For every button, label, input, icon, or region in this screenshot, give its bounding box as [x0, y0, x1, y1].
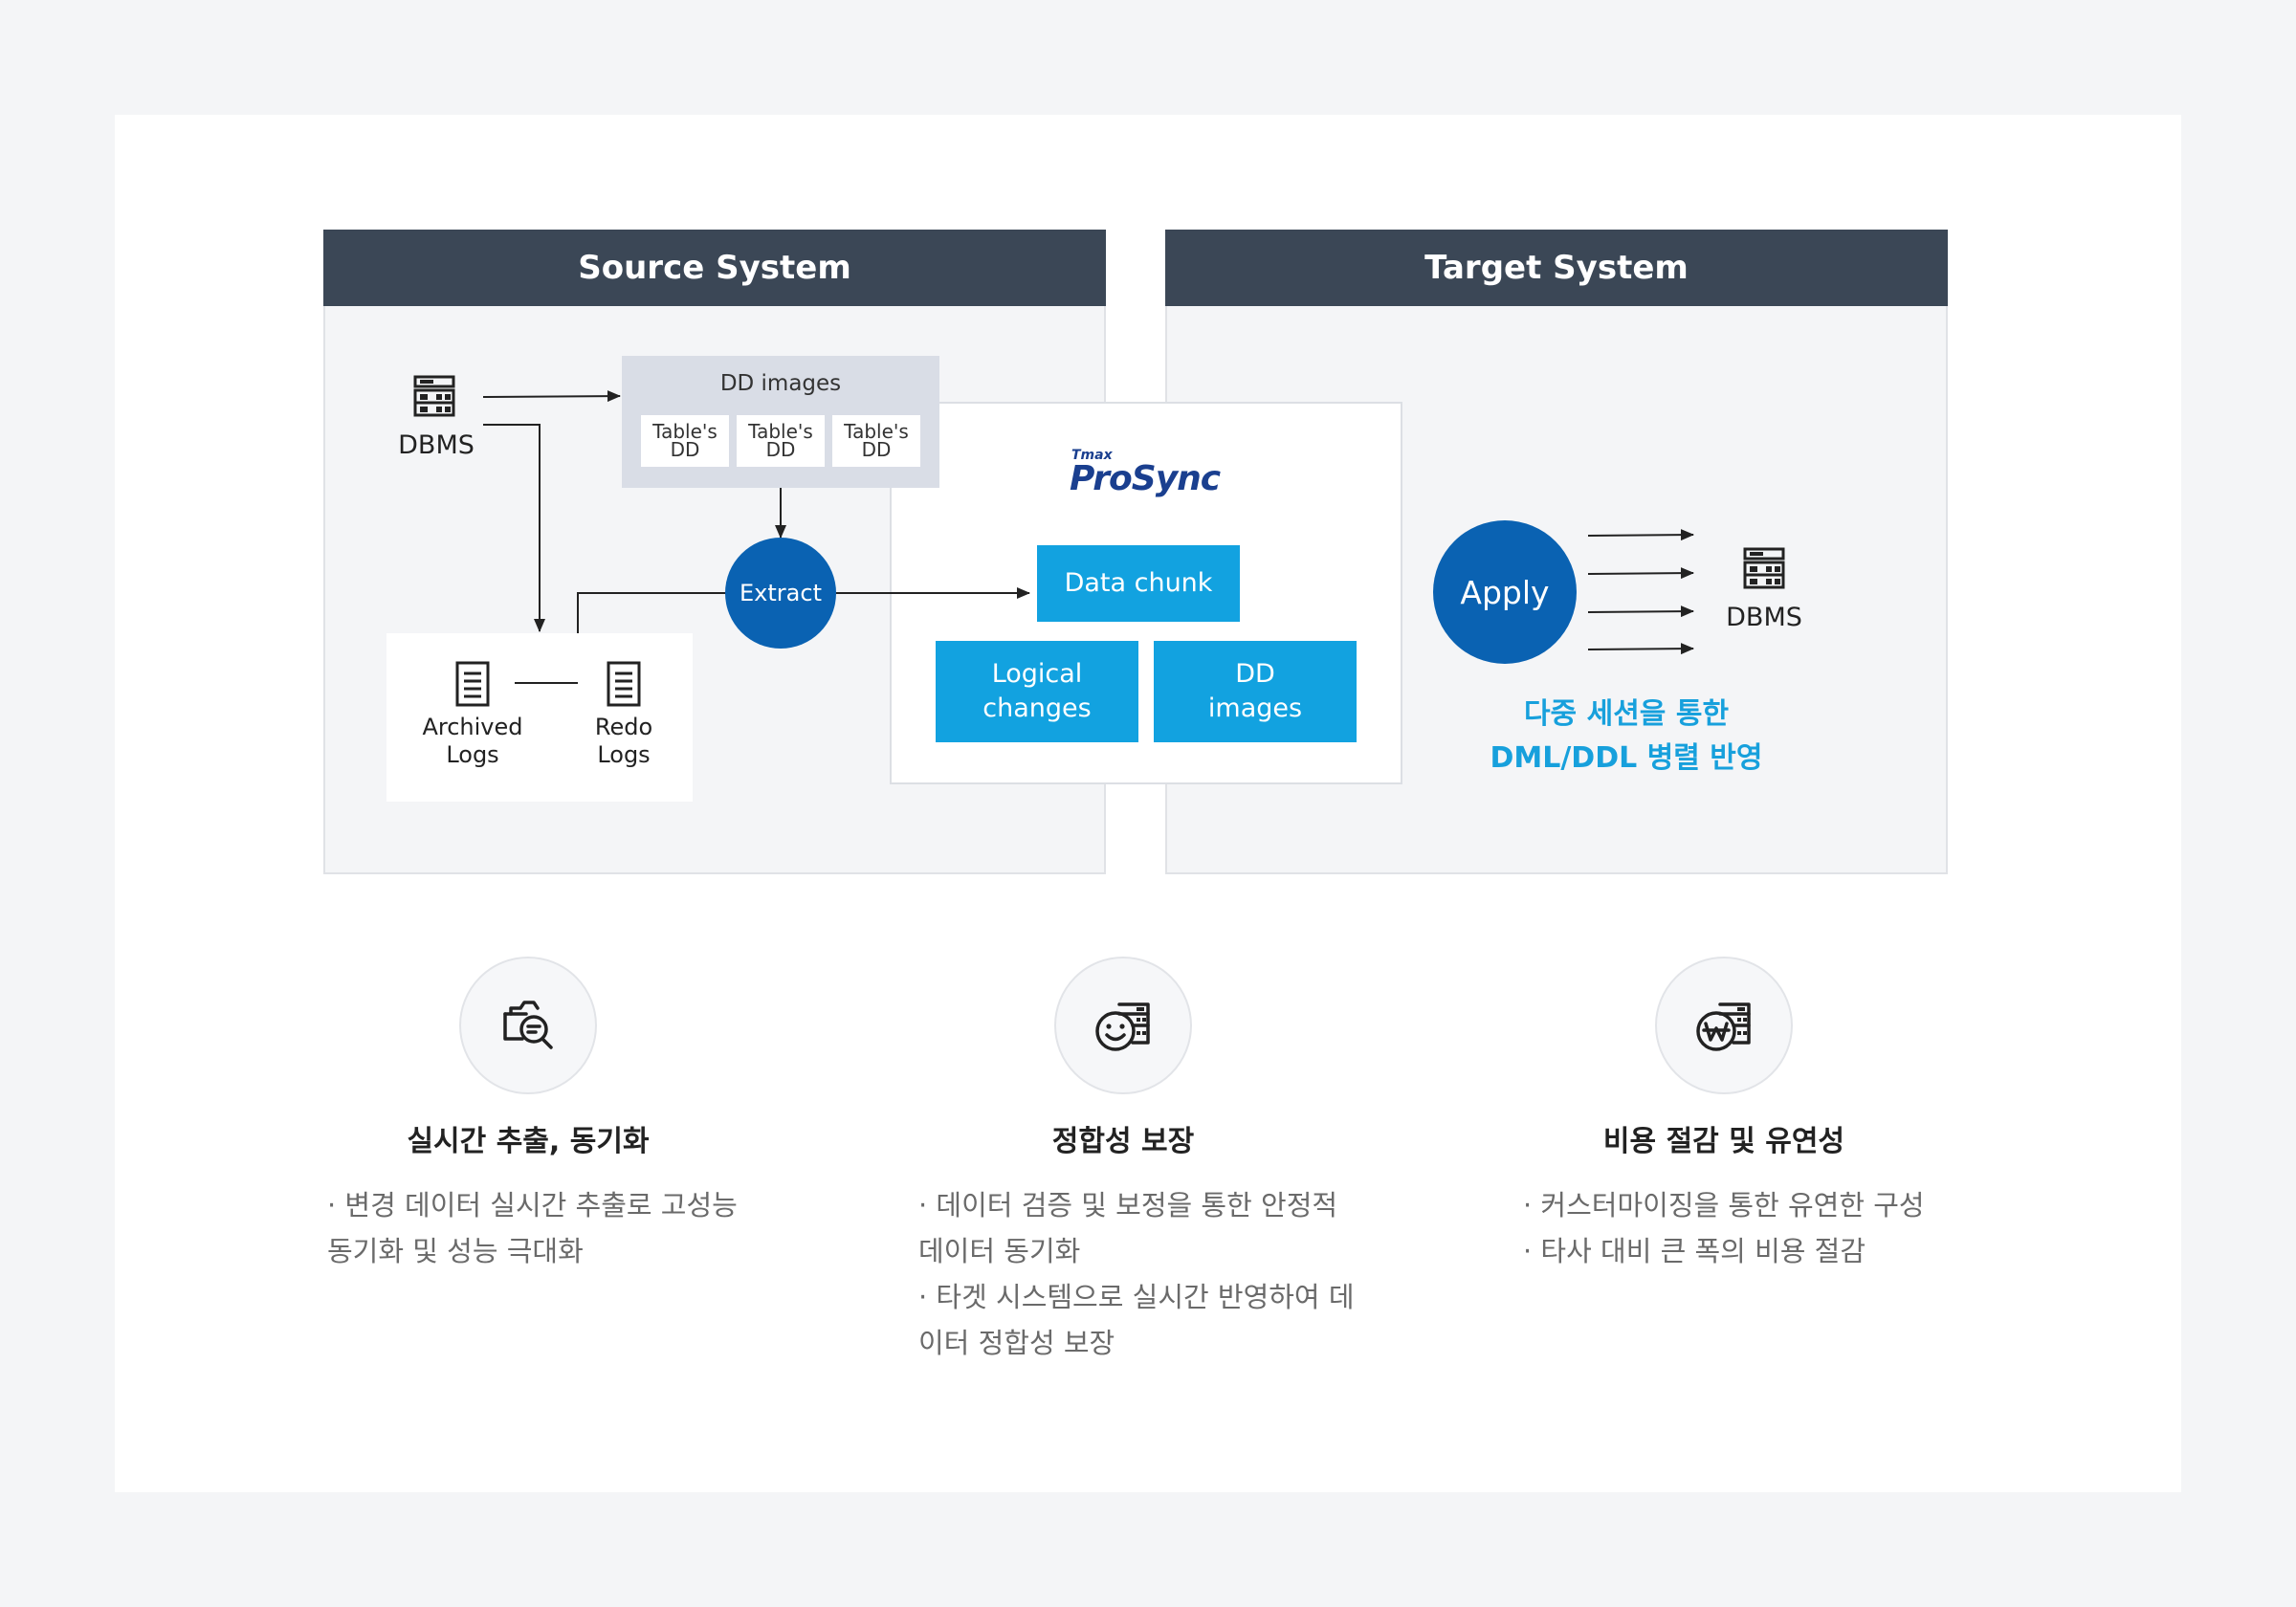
log-file-icon	[607, 661, 641, 707]
feature-desc-line: 동기화 및 성능 극대화	[327, 1235, 584, 1267]
feature-description: · 변경 데이터 실시간 추출로 고성능 동기화 및 성능 극대화	[327, 1182, 786, 1274]
apply-label: Apply	[1460, 573, 1550, 611]
feature-title: 실시간 추출, 동기화	[407, 1125, 650, 1158]
logical-changes-box: Logical changes	[936, 641, 1138, 742]
server-icon	[413, 375, 455, 417]
feature-desc-line: · 데이터 검증 및 보정을 통한 안정적	[918, 1189, 1338, 1222]
feature-icon-circle	[1054, 957, 1192, 1094]
table-dd-line2: DD	[765, 438, 796, 461]
source-system-header: Source System	[323, 230, 1106, 306]
archived-logs-label: Archived Logs	[422, 714, 523, 768]
prosync-dd-images-box: DD images	[1154, 641, 1357, 742]
target-caption: 다중 세션을 통한 DML/DDL 병렬 반영	[1490, 697, 1763, 775]
won-server-icon	[1696, 1002, 1751, 1051]
feature-title: 비용 절감 및 유연성	[1602, 1125, 1845, 1158]
table-dd-line2: DD	[861, 438, 892, 461]
prosync-logo: Tmax ProSync	[1070, 448, 1223, 505]
feature-description: · 데이터 검증 및 보정을 통한 안정적 데이터 동기화 · 타겟 시스템으로…	[918, 1182, 1378, 1366]
feature-description: · 커스터마이징을 통한 유연한 구성 · 타사 대비 큰 폭의 비용 절감	[1523, 1182, 1982, 1274]
table-dd-cell: Table's DD	[737, 415, 825, 467]
tmax-logo-text: Tmax	[1071, 448, 1113, 463]
table-dd-line1: Table's	[652, 420, 718, 443]
source-dbms-label: DBMS	[398, 430, 475, 460]
dd-images-title: DD images	[719, 371, 842, 396]
log-file-icon	[455, 661, 490, 707]
target-dbms-label: DBMS	[1726, 603, 1802, 632]
logs-box	[386, 633, 693, 802]
feature-desc-line: · 커스터마이징을 통한 유연한 구성	[1523, 1189, 1925, 1222]
feature-desc-line: · 타겟 시스템으로 실시간 반영하여 데	[918, 1281, 1355, 1313]
feature-desc-line: 이터 정합성 보장	[918, 1327, 1115, 1359]
data-chunk-box: Data chunk	[1037, 545, 1240, 622]
target-system-header: Target System	[1165, 230, 1948, 306]
table-dd-line2: DD	[670, 438, 700, 461]
apply-circle: Apply	[1433, 520, 1577, 664]
feature-title: 정합성 보장	[1051, 1125, 1195, 1158]
feature-desc-line: 데이터 동기화	[918, 1235, 1081, 1267]
extract-label: Extract	[740, 580, 822, 606]
feature-icon-circle	[1655, 957, 1793, 1094]
redo-logs-label: Redo Logs	[594, 714, 653, 768]
feature-desc-line: · 타사 대비 큰 폭의 비용 절감	[1523, 1235, 1866, 1267]
table-dd-line1: Table's	[748, 420, 813, 443]
table-dd-cell: Table's DD	[832, 415, 920, 467]
feature-desc-line: · 변경 데이터 실시간 추출로 고성능	[327, 1189, 738, 1222]
dd-images-box: DD images Table's DD Table's DD Table's …	[622, 356, 939, 488]
smile-server-icon	[1095, 1002, 1150, 1051]
document-search-icon	[503, 1001, 553, 1049]
feature-icon-circle	[459, 957, 597, 1094]
extract-circle: Extract	[725, 538, 836, 649]
server-icon	[1743, 547, 1785, 589]
table-dd-cell: Table's DD	[641, 415, 729, 467]
table-dd-line1: Table's	[844, 420, 909, 443]
prosync-logo-text: ProSync	[1070, 459, 1221, 498]
